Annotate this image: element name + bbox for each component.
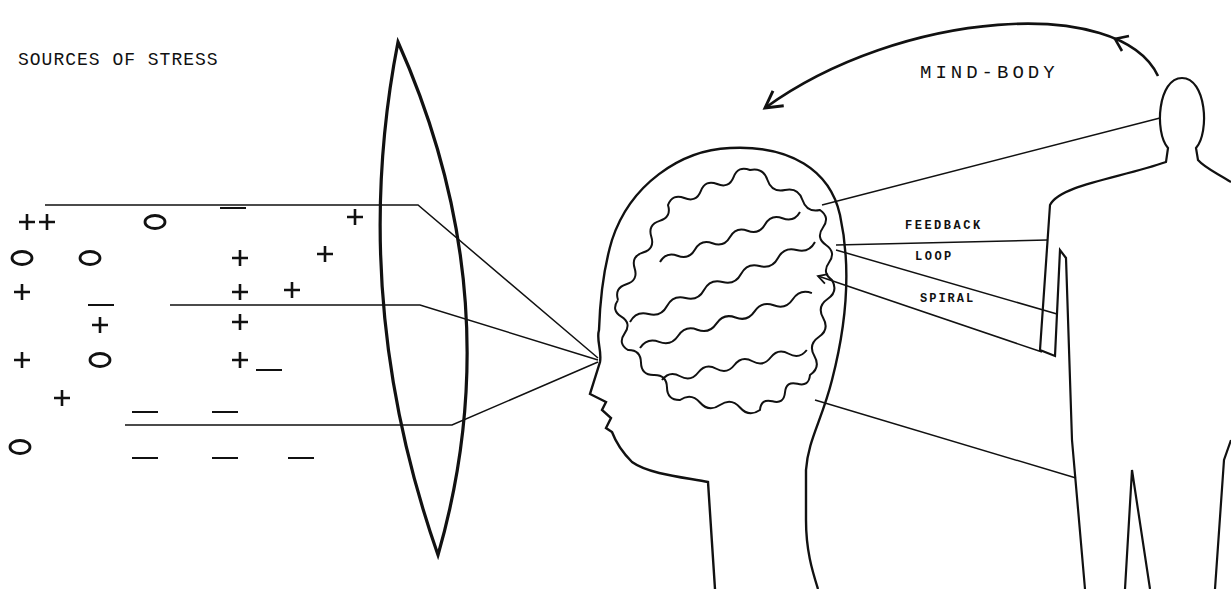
heading-label: MIND-BODY (918, 62, 1061, 84)
neutral-symbol (10, 441, 30, 454)
neutral-symbol (90, 354, 110, 367)
mind-body-line (822, 118, 1160, 205)
brain-fold (660, 212, 800, 262)
annotation-label: FEEDBACK (903, 219, 985, 233)
plus-symbols (14, 209, 363, 406)
brain-outline (615, 169, 834, 414)
neutral-symbol (145, 216, 165, 229)
annotation-label-anchor: SPIRAL (918, 292, 977, 306)
heading-label-anchor: SOURCES OF STRESS (16, 50, 221, 71)
neutral-symbol (12, 252, 32, 265)
brain-fold (640, 292, 812, 348)
brain-fold (662, 350, 807, 380)
heading-label: SOURCES OF STRESS (16, 50, 221, 71)
body-figure (1040, 78, 1231, 589)
annotation-label-anchor: FEEDBACK (903, 219, 985, 233)
feedback-loop-line (836, 240, 1047, 245)
minus-symbols (88, 208, 314, 458)
stress-ray (125, 362, 598, 425)
heading-label-anchor: MIND-BODY (918, 62, 1061, 84)
neutral-symbols (10, 216, 165, 454)
body-legs (1125, 440, 1231, 589)
annotation-label: SPIRAL (918, 292, 977, 306)
arrow-head (1115, 36, 1129, 51)
annotation-label: LOOP (913, 250, 956, 264)
spiral-line (818, 276, 1042, 352)
perception-lens (380, 42, 467, 555)
head-profile (590, 148, 846, 589)
feedback-loop-line (836, 250, 1057, 314)
mind-body-line (815, 400, 1076, 478)
neutral-symbol (80, 252, 100, 265)
annotation-label-anchor: LOOP (913, 250, 956, 264)
mind-body-arrow (765, 24, 1158, 108)
brain-fold (630, 242, 815, 322)
